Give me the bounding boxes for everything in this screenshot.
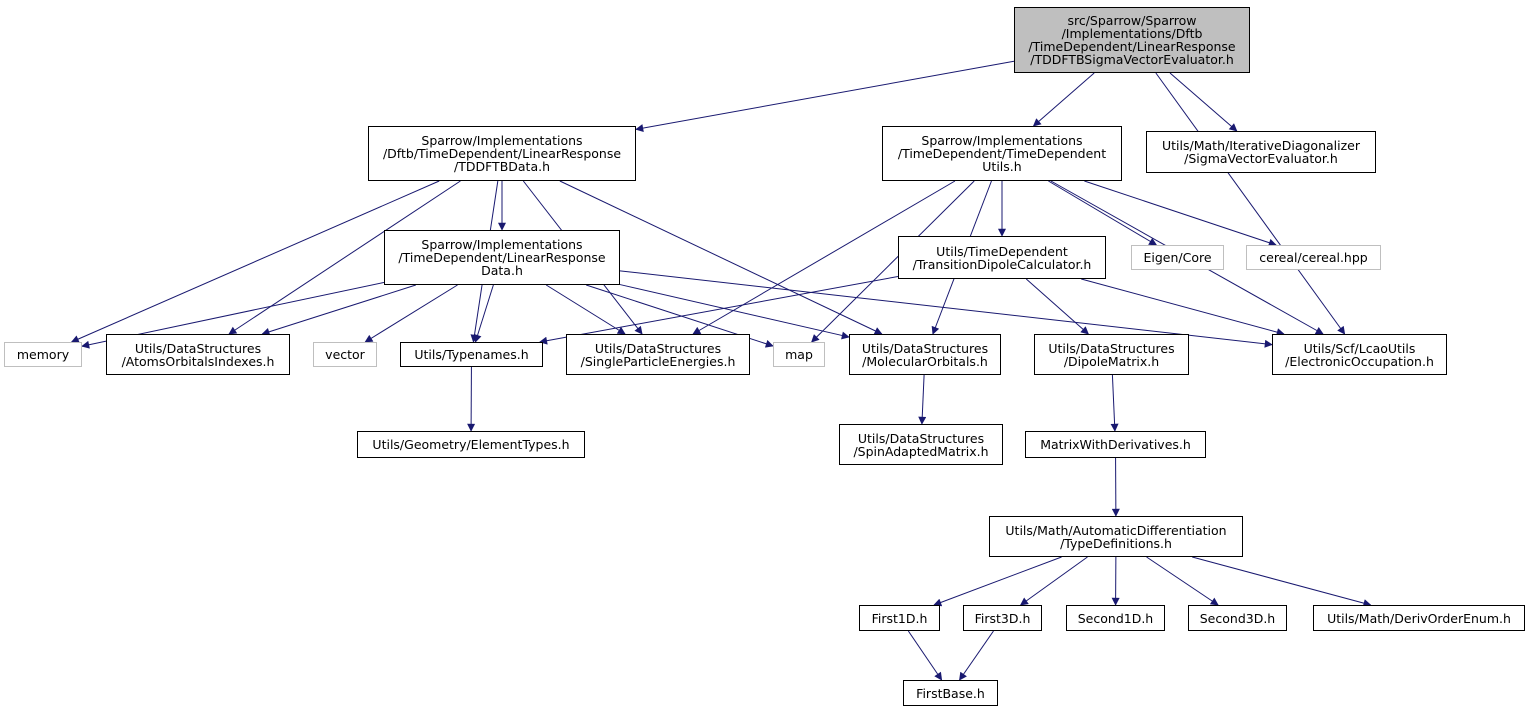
edge-molecular_orbitals-to-spin_adapted (918, 374, 927, 425)
edge-first3d-to-first_base (959, 630, 994, 681)
node-eigen-core[interactable]: Eigen/Core (1131, 245, 1224, 270)
node-element-types[interactable]: Utils/Geometry/ElementTypes.h (357, 431, 585, 458)
node-atoms-orbitals-indexes[interactable]: Utils/DataStructures /AtomsOrbitalsIndex… (106, 334, 290, 375)
edge-td_utils-to-eigen_core (1048, 180, 1158, 246)
node-first1d[interactable]: First1D.h (859, 605, 940, 631)
node-time-dependent-utils[interactable]: Sparrow/Implementations /TimeDependent/T… (882, 126, 1122, 181)
node-spin-adapted-matrix[interactable]: Utils/DataStructures /SpinAdaptedMatrix.… (839, 424, 1003, 465)
node-transition-dipole-calculator[interactable]: Utils/TimeDependent /TransitionDipoleCal… (898, 236, 1106, 279)
node-second1d[interactable]: Second1D.h (1066, 605, 1165, 631)
edge-transition_dipole-to-typenames (539, 276, 899, 345)
edge-lr_data-to-typenames (473, 284, 494, 343)
node-dipole-matrix[interactable]: Utils/DataStructures /DipoleMatrix.h (1034, 334, 1189, 375)
node-matrix-with-derivatives[interactable]: MatrixWithDerivatives.h (1025, 431, 1206, 458)
node-sigma-vector-evaluator[interactable]: Utils/Math/IterativeDiagonalizer /SigmaV… (1146, 131, 1376, 173)
edge-type_definitions-to-deriv_order (1192, 556, 1372, 607)
edge-dipole_matrix-to-matrix_with_derivatives (1110, 374, 1119, 432)
node-molecular-orbitals[interactable]: Utils/DataStructures /MolecularOrbitals.… (849, 334, 1001, 375)
node-memory[interactable]: memory (4, 342, 82, 367)
edge-td_utils-to-map (811, 180, 975, 343)
node-root-tddftb-sigma-vector-evaluator[interactable]: src/Sparrow/Sparrow /Implementations/Dft… (1014, 7, 1250, 73)
edge-first1d-to-first_base (907, 630, 943, 681)
edge-root-to-sigma_evaluator (1169, 72, 1238, 132)
node-cereal[interactable]: cereal/cereal.hpp (1246, 245, 1381, 270)
edge-td_utils-to-single_particle (692, 180, 956, 335)
edge-lr_data-to-electronic_occupation (619, 270, 1273, 348)
edge-root-to-electronic_occupation (1155, 72, 1346, 335)
edge-td_utils-to-cereal (1084, 180, 1277, 247)
edge-type_definitions-to-first1d (933, 556, 1062, 607)
edge-transition_dipole-to-electronic_occupation (1081, 278, 1285, 336)
edge-root-to-tddftb_data (635, 60, 1015, 133)
edge-tddftb_data-to-molecular_orbitals (559, 180, 883, 335)
node-vector[interactable]: vector (313, 342, 377, 367)
edge-transition_dipole-to-dipole_matrix (1025, 278, 1089, 335)
edge-lr_data-to-vector (364, 284, 458, 343)
node-map[interactable]: map (773, 342, 825, 367)
edge-root-to-td_utils (1032, 72, 1095, 127)
node-second3d[interactable]: Second3D.h (1188, 605, 1287, 631)
edge-lr_data-to-molecular_orbitals (619, 284, 850, 340)
edge-lr_data-to-atoms_orbitals (261, 284, 416, 336)
node-single-particle-energies[interactable]: Utils/DataStructures /SingleParticleEner… (566, 334, 750, 375)
node-deriv-order-enum[interactable]: Utils/Math/DerivOrderEnum.h (1313, 605, 1525, 631)
node-first3d[interactable]: First3D.h (963, 605, 1042, 631)
node-first-base[interactable]: FirstBase.h (903, 680, 998, 706)
edge-type_definitions-to-first3d (1019, 556, 1088, 606)
node-type-definitions[interactable]: Utils/Math/AutomaticDifferentiation /Typ… (989, 516, 1243, 557)
edge-tddftb_data-to-memory (70, 180, 440, 343)
edge-lr_data-to-single_particle (545, 284, 626, 335)
edge-type_definitions-to-second3d (1146, 556, 1219, 606)
node-tddftb-data[interactable]: Sparrow/Implementations /Dftb/TimeDepend… (368, 126, 636, 181)
node-linear-response-data[interactable]: Sparrow/Implementations /TimeDependent/L… (384, 230, 620, 285)
node-typenames[interactable]: Utils/Typenames.h (400, 342, 543, 367)
node-electronic-occupation[interactable]: Utils/Scf/LcaoUtils /ElectronicOccupatio… (1272, 334, 1447, 375)
edge-tddftb_data-to-atoms_orbitals (228, 180, 461, 335)
